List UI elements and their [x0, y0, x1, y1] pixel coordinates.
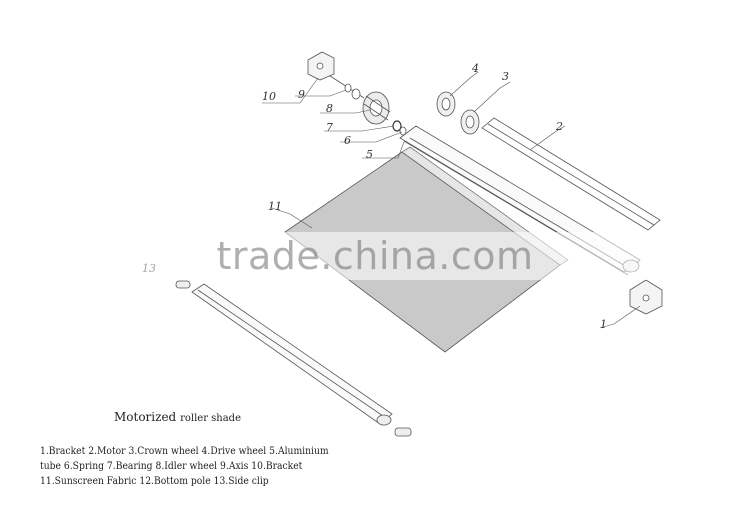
callout-1: 1	[600, 318, 607, 331]
callout-8: 8	[326, 102, 333, 115]
motor	[481, 117, 661, 231]
watermark-band	[0, 232, 750, 280]
legend-line-3: 11.Sunscreen Fabric 12.Bottom pole 13.Si…	[40, 476, 269, 487]
title-main: Motorized	[114, 410, 177, 424]
side-clip-left	[175, 280, 191, 289]
watermark: trade.china.com	[216, 234, 534, 278]
callout-7: 7	[326, 121, 333, 134]
drive-wheel	[436, 91, 456, 117]
callout-2: 2	[555, 120, 563, 133]
callout-10: 10	[262, 90, 276, 103]
side-clip-right	[394, 427, 412, 437]
callout-9: 9	[298, 88, 305, 101]
callout-6: 6	[344, 134, 351, 147]
spring	[399, 126, 407, 136]
diagram-title: Motorized roller shade	[114, 410, 241, 424]
legend-line-1: 1.Bracket 2.Motor 3.Crown wheel 4.Drive …	[40, 446, 329, 457]
crown-wheel	[460, 109, 480, 135]
bracket-top	[307, 51, 335, 81]
leader-lines	[262, 71, 641, 329]
title-sub: roller shade	[180, 413, 242, 424]
callout-11: 11	[268, 200, 282, 213]
idler-wheel	[362, 91, 391, 125]
bracket-bottom	[629, 279, 663, 315]
legend-line-2: tube 6.Spring 7.Bearing 8.Idler wheel 9.…	[40, 461, 303, 472]
axis	[323, 71, 365, 100]
bottom-pole	[191, 283, 393, 426]
callout-5: 5	[366, 148, 373, 161]
callout-3: 3	[502, 70, 509, 83]
callout-4: 4	[471, 62, 479, 75]
